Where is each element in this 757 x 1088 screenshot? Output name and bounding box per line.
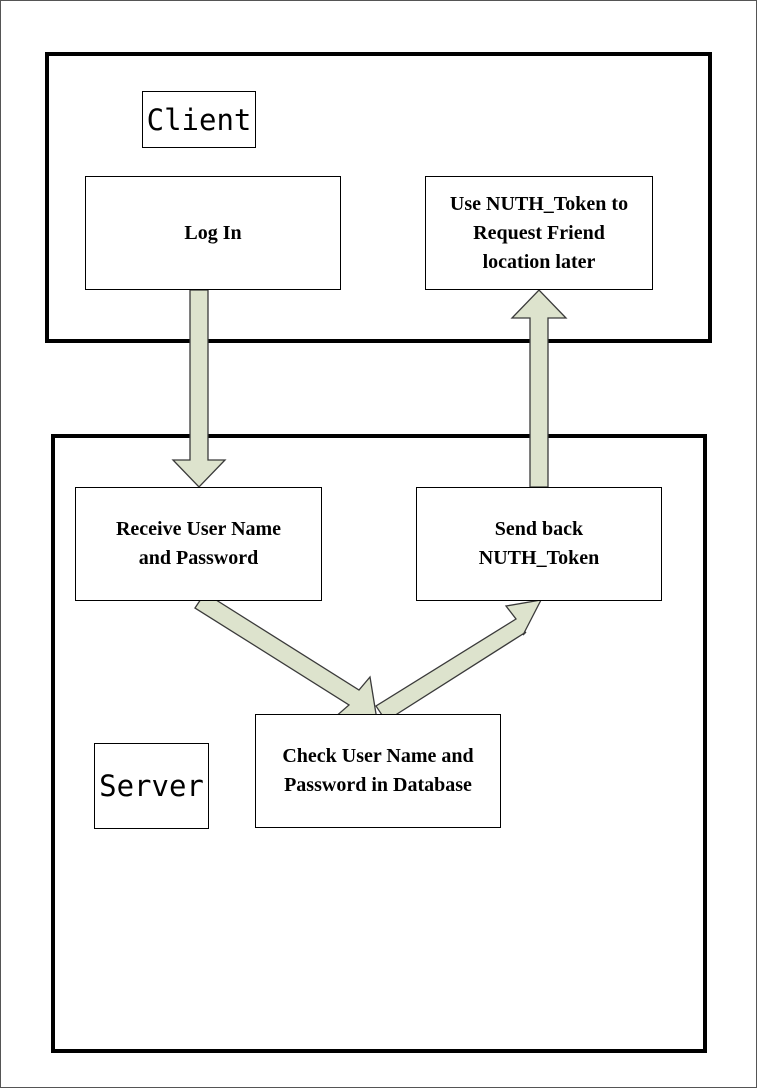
use-token-line-3: location later bbox=[482, 250, 596, 273]
client-label-text: Client bbox=[146, 102, 252, 137]
arrow-receive-to-check bbox=[194, 592, 378, 721]
client-region bbox=[45, 52, 712, 343]
receive-line-1: Receive User Name bbox=[115, 518, 282, 540]
login-node: Log In bbox=[85, 176, 341, 290]
arrow-login-to-receive bbox=[171, 289, 227, 488]
arrow-check-to-send bbox=[375, 599, 543, 722]
send-line-2: NUTH_Token bbox=[478, 547, 600, 569]
send-token-node: Send back NUTH_Token bbox=[416, 487, 662, 601]
server-region bbox=[51, 434, 707, 1053]
use-token-line-1: Use NUTH_Token to bbox=[449, 192, 629, 215]
arrow-send-to-use-token bbox=[510, 289, 568, 488]
send-line-1: Send back bbox=[494, 518, 584, 540]
use-token-node: Use NUTH_Token to Request Friend locatio… bbox=[425, 176, 653, 290]
login-node-text: Log In bbox=[184, 221, 242, 244]
server-label-text: Server bbox=[99, 769, 204, 803]
use-token-line-2: Request Friend bbox=[473, 221, 605, 244]
server-label: Server bbox=[94, 743, 209, 829]
check-line-2: Password in Database bbox=[284, 774, 472, 796]
check-database-node: Check User Name and Password in Database bbox=[255, 714, 501, 828]
receive-credentials-node: Receive User Name and Password bbox=[75, 487, 322, 601]
client-label: Client bbox=[142, 91, 256, 148]
check-line-1: Check User Name and bbox=[282, 745, 474, 767]
receive-line-2: and Password bbox=[138, 547, 259, 569]
